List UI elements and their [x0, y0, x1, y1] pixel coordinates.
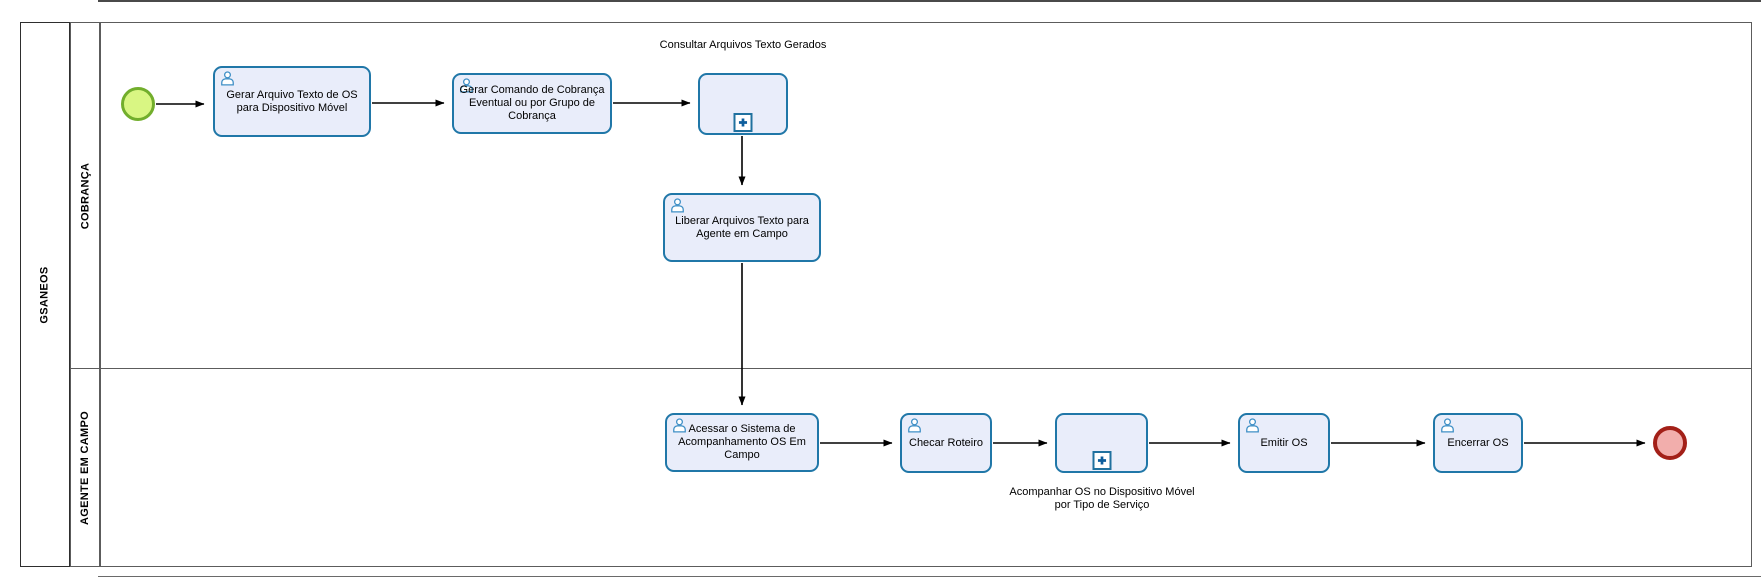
end-event[interactable]: [1653, 426, 1687, 460]
subprocess-label-consultar: Consultar Arquivos Texto Gerados: [659, 39, 827, 51]
task-encerrar-os[interactable]: Encerrar OS: [1433, 413, 1523, 473]
canvas-bottom-edge: [98, 576, 1761, 577]
lane-label-agente-em-campo: AGENTE EM CAMPO: [79, 410, 91, 525]
lane-area-cobranca: [100, 22, 1752, 369]
start-event[interactable]: [121, 87, 155, 121]
user-task-icon: [1441, 418, 1454, 433]
expand-subprocess-button[interactable]: [1092, 451, 1111, 470]
subprocess-acompanhar-os[interactable]: [1055, 413, 1148, 473]
user-task-icon: [673, 418, 686, 433]
task-label: Gerar Comando de Cobrança Eventual ou po…: [459, 84, 605, 122]
subprocess-consultar-arquivos[interactable]: [698, 73, 788, 135]
pool-label: GSANEOS: [39, 265, 51, 324]
canvas-top-edge: [98, 0, 1761, 2]
task-gerar-comando-cobranca[interactable]: Gerar Comando de Cobrança Eventual ou po…: [452, 73, 612, 134]
task-label: Encerrar OS: [1447, 436, 1509, 449]
lane-label-cobranca: COBRANÇA: [79, 162, 92, 229]
user-task-icon: [671, 198, 684, 213]
task-gerar-arquivo-texto[interactable]: Gerar Arquivo Texto de OS para Dispositi…: [213, 66, 371, 137]
task-emitir-os[interactable]: Emitir OS: [1238, 413, 1330, 473]
task-label: Checar Roteiro: [909, 436, 983, 449]
task-label: Liberar Arquivos Texto para Agente em Ca…: [675, 214, 809, 240]
lane-header-cobranca[interactable]: COBRANÇA: [70, 22, 100, 369]
lane-header-agente-em-campo[interactable]: AGENTE EM CAMPO: [70, 368, 100, 567]
user-task-icon: [460, 78, 473, 93]
lane-label-wrap: COBRANÇA: [71, 23, 99, 368]
user-task-icon: [221, 71, 234, 86]
subprocess-label-acompanhar: Acompanhar OS no Dispositivo Móvel por T…: [1009, 486, 1195, 511]
user-task-icon: [908, 418, 921, 433]
task-label: Acessar o Sistema de Acompanhamento OS E…: [678, 423, 806, 461]
plus-icon: [1097, 456, 1106, 465]
pool-header[interactable]: GSANEOS: [20, 22, 70, 567]
task-checar-roteiro[interactable]: Checar Roteiro: [900, 413, 992, 473]
task-acessar-sistema[interactable]: Acessar o Sistema de Acompanhamento OS E…: [665, 413, 819, 472]
lane-label-wrap: AGENTE EM CAMPO: [71, 369, 99, 566]
pool-label-wrap: GSANEOS: [21, 23, 69, 566]
task-liberar-arquivos[interactable]: Liberar Arquivos Texto para Agente em Ca…: [663, 193, 821, 262]
plus-icon: [738, 118, 748, 127]
task-label: Gerar Arquivo Texto de OS para Dispositi…: [226, 88, 358, 114]
user-task-icon: [1246, 418, 1259, 433]
task-label: Emitir OS: [1260, 436, 1308, 449]
expand-subprocess-button[interactable]: [733, 113, 753, 132]
